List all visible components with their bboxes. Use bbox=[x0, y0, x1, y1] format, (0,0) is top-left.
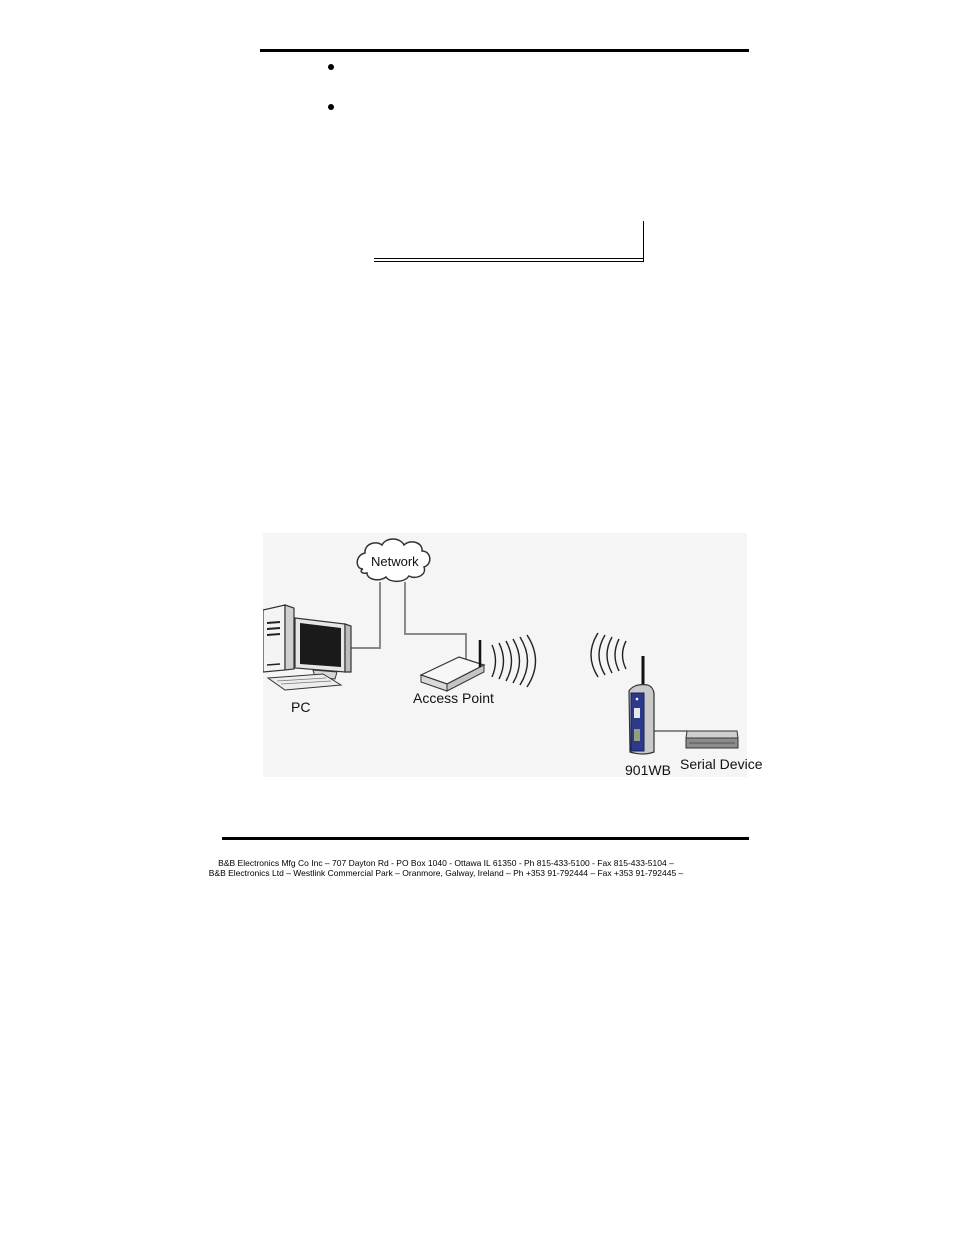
access-point-icon bbox=[419, 640, 486, 692]
bullet-1 bbox=[328, 64, 334, 70]
serial-device-label: Serial Device bbox=[680, 756, 763, 772]
wireless-signal-icon-device bbox=[590, 632, 627, 678]
footer-address-ireland: B&B Electronics Ltd – Westlink Commercia… bbox=[208, 868, 684, 878]
footer-rule bbox=[222, 837, 749, 840]
access-point-label: Access Point bbox=[413, 690, 494, 706]
footer-address-usa: B&B Electronics Mfg Co Inc – 707 Dayton … bbox=[218, 858, 674, 868]
device-901wb-label: 901WB bbox=[625, 762, 671, 778]
pc-monitor-icon bbox=[294, 617, 352, 680]
pc-tower-icon bbox=[263, 604, 295, 673]
table-border-right bbox=[643, 221, 644, 262]
header-rule bbox=[260, 49, 749, 52]
network-diagram: Network PC Access Point 901WB Serial Dev… bbox=[263, 533, 762, 778]
pc-keyboard-icon bbox=[266, 673, 343, 691]
serial-device-icon bbox=[685, 730, 739, 749]
table-border-bottom bbox=[374, 258, 644, 259]
network-diagram-svg bbox=[263, 538, 739, 755]
network-label: Network bbox=[371, 554, 419, 569]
network-cloud-icon bbox=[356, 538, 431, 583]
bullet-2 bbox=[328, 104, 334, 110]
wireless-signal-icon bbox=[491, 634, 537, 688]
device-901wb-icon bbox=[628, 656, 655, 755]
table-border-bottom-double bbox=[374, 261, 644, 262]
pc-label: PC bbox=[291, 699, 311, 715]
